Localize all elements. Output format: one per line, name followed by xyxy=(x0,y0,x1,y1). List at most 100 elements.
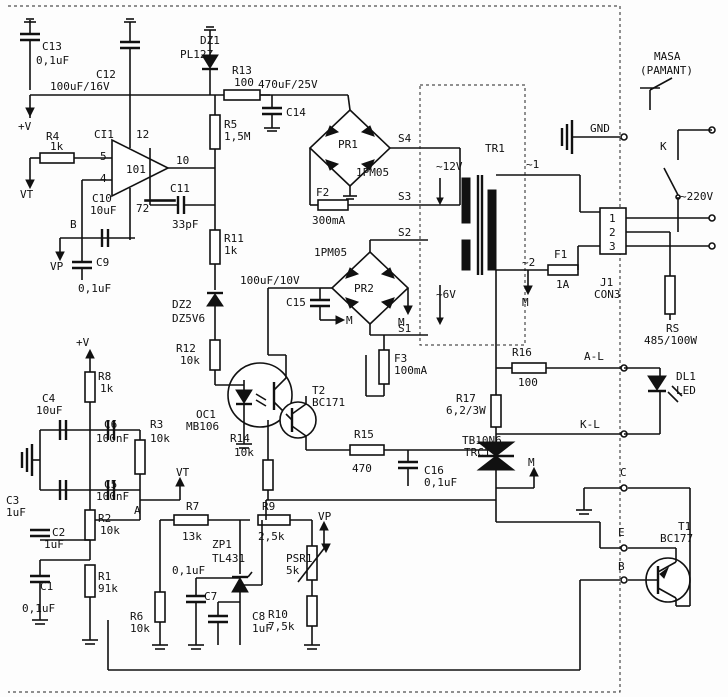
svg-text:R2: R2 xyxy=(98,512,111,525)
svg-text:F3: F3 xyxy=(394,352,407,365)
svg-text:R1: R1 xyxy=(98,570,111,583)
svg-text:LED: LED xyxy=(676,384,696,397)
svg-text:10k: 10k xyxy=(150,432,170,445)
vt-mid-node: VT A xyxy=(90,466,190,521)
svg-text:CON3: CON3 xyxy=(594,288,621,301)
svg-text:91k: 91k xyxy=(98,582,118,595)
masa-ground: MASA (PAMANT) xyxy=(640,50,693,110)
board-outline xyxy=(8,5,621,693)
svg-text:C9: C9 xyxy=(96,256,109,269)
svg-text:PR1: PR1 xyxy=(338,138,358,151)
svg-text:M: M xyxy=(346,314,353,327)
svg-text:C8: C8 xyxy=(252,610,265,623)
r17-resistor: R17 6,2/3W xyxy=(446,270,502,442)
svg-text:13k: 13k xyxy=(182,530,202,543)
t2-transistor: T2 BC171 xyxy=(279,384,350,451)
svg-text:R14: R14 xyxy=(230,432,250,445)
svg-text:100uF/16V: 100uF/16V xyxy=(50,80,110,93)
svg-text:VT: VT xyxy=(20,188,34,201)
tr1-transformer: TR1 ~12V ~6V ~1 ~2 xyxy=(419,84,581,346)
svg-text:1uF: 1uF xyxy=(252,622,272,635)
svg-text:TR1: TR1 xyxy=(485,142,505,155)
svg-text:C11: C11 xyxy=(170,182,190,195)
dz2-zener: DZ2 DZ5V6 xyxy=(172,291,224,340)
svg-text:R6: R6 xyxy=(130,610,143,623)
k-switch-220v: K ~220V xyxy=(660,126,716,250)
vp-mid-node: VP xyxy=(311,510,332,546)
svg-text:C14: C14 xyxy=(286,106,306,119)
svg-text:C15: C15 xyxy=(286,296,306,309)
pr1-bridge: PR1 1PM05 xyxy=(308,94,392,200)
svg-text:100mA: 100mA xyxy=(394,364,427,377)
r14-resistor: R14 10k xyxy=(230,420,274,500)
svg-text:1k: 1k xyxy=(224,244,238,257)
svg-text:C4: C4 xyxy=(42,392,56,405)
svg-text:1k: 1k xyxy=(50,140,64,153)
svg-text:0,1uF: 0,1uF xyxy=(172,564,205,577)
svg-text:B: B xyxy=(618,560,625,573)
svg-text:C5: C5 xyxy=(104,478,117,491)
f2-fuse: F2 300mA xyxy=(309,148,428,227)
zp1-reference: ZP1 TL431 xyxy=(212,520,263,645)
svg-text:10: 10 xyxy=(176,154,189,167)
svg-text:2,5k: 2,5k xyxy=(258,530,285,543)
c2-capacitor: C2 1uF xyxy=(30,526,90,551)
svg-text:S3: S3 xyxy=(398,190,411,203)
svg-text:33pF: 33pF xyxy=(172,218,199,231)
svg-text:10k: 10k xyxy=(100,524,120,537)
svg-text:S2: S2 xyxy=(398,226,411,239)
svg-text:CI1: CI1 xyxy=(94,128,114,141)
ceb-terminals: C E B xyxy=(107,466,628,671)
svg-text:A: A xyxy=(134,504,141,517)
svg-text:MB106: MB106 xyxy=(186,420,219,433)
svg-text:101: 101 xyxy=(126,163,146,176)
r8-resistor: R8 1k xyxy=(84,370,114,520)
svg-text:12: 12 xyxy=(136,128,149,141)
svg-text:C2: C2 xyxy=(52,526,65,539)
svg-text:R13: R13 xyxy=(232,64,252,77)
svg-text:C3: C3 xyxy=(6,494,19,507)
svg-text:R3: R3 xyxy=(150,418,163,431)
svg-text:~12V: ~12V xyxy=(436,160,463,173)
pr2-bridge: S2 1PM05 PR2 M S1 xyxy=(314,226,428,336)
svg-text:1A: 1A xyxy=(556,278,570,291)
svg-text:0,1uF: 0,1uF xyxy=(22,602,55,615)
gnd-terminal: GND xyxy=(560,120,628,154)
svg-text:10k: 10k xyxy=(180,354,200,367)
svg-text:K-L: K-L xyxy=(580,418,600,431)
dz1-zener: DZ1 PL12Z xyxy=(180,26,220,95)
c6-capacitor: C6 100nF xyxy=(90,418,140,445)
svg-text:5k: 5k xyxy=(286,564,300,577)
svg-text:1: 1 xyxy=(609,212,616,225)
c7-capacitor: 0,1uF C7 xyxy=(172,564,240,650)
svg-text:100uF/10V: 100uF/10V xyxy=(240,274,300,287)
svg-text:DZ5V6: DZ5V6 xyxy=(172,312,205,325)
svg-text:0,1uF: 0,1uF xyxy=(78,282,111,295)
svg-text:VT: VT xyxy=(176,466,190,479)
svg-text:1k: 1k xyxy=(100,382,114,395)
r11-resistor: R11 1k xyxy=(209,229,244,290)
svg-text:72: 72 xyxy=(136,202,149,215)
t1-transistor: T1 BC177 xyxy=(628,487,693,607)
svg-text:M: M xyxy=(398,316,405,329)
svg-text:~1: ~1 xyxy=(526,158,539,171)
svg-text:TL431: TL431 xyxy=(212,552,245,565)
svg-text:F1: F1 xyxy=(554,248,567,261)
svg-text:(PAMANT): (PAMANT) xyxy=(640,64,693,77)
c11-capacitor: C11 33pF xyxy=(144,148,215,231)
r16-resistor: R16 100 A-L xyxy=(496,346,628,389)
r6-resistor: R6 10k xyxy=(130,520,168,650)
svg-text:1uF: 1uF xyxy=(6,506,26,519)
c3-capacitor: C3 1uF xyxy=(6,494,26,519)
s4-s3-lines: S4 S3 xyxy=(390,132,428,203)
svg-text:TRC1: TRC1 xyxy=(464,446,491,459)
svg-text:R8: R8 xyxy=(98,370,111,383)
svg-text:OC1: OC1 xyxy=(196,408,216,421)
svg-text:1,5M: 1,5M xyxy=(224,130,251,143)
r13-resistor: R13 100 xyxy=(223,64,261,101)
svg-text:100: 100 xyxy=(518,376,538,389)
svg-text:R16: R16 xyxy=(512,346,532,359)
svg-text:PR2: PR2 xyxy=(354,282,374,295)
psr1-trimmer: PSR1 5k xyxy=(286,543,331,596)
svg-text:100nF: 100nF xyxy=(96,490,129,503)
